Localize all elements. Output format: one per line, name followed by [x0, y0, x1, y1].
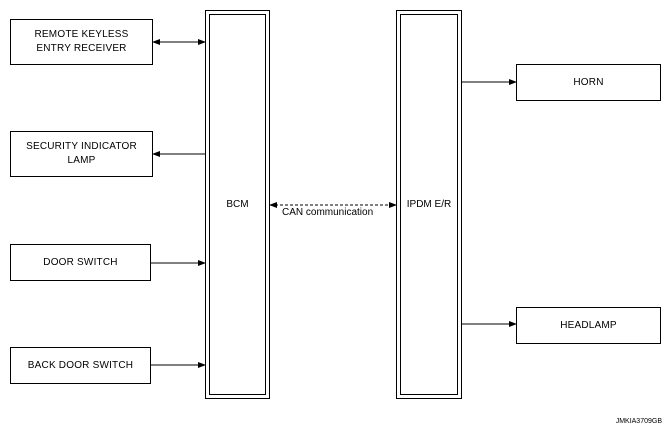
ipdm-er-module: IPDM E/R	[396, 10, 462, 399]
remote-keyless-entry-receiver-box: REMOTE KEYLESS ENTRY RECEIVER	[10, 19, 153, 65]
security-indicator-lamp-box: SECURITY INDICATOR LAMP	[10, 131, 153, 177]
door-switch-box: DOOR SWITCH	[10, 244, 151, 281]
ipdm-er-module-inner: IPDM E/R	[400, 14, 458, 395]
horn-label: HORN	[573, 76, 604, 88]
bcm-module-inner: BCM	[209, 14, 266, 395]
bcm-label: BCM	[226, 199, 249, 210]
reference-code: JMKIA3709GB	[615, 418, 662, 425]
back-door-switch-label: BACK DOOR SWITCH	[27, 359, 134, 371]
security-indicator-lamp-label: SECURITY INDICATOR LAMP	[26, 141, 137, 166]
bcm-module: BCM	[205, 10, 270, 399]
headlamp-box: HEADLAMP	[516, 307, 661, 344]
back-door-switch-box: BACK DOOR SWITCH	[10, 347, 151, 384]
door-switch-label: DOOR SWITCH	[43, 256, 118, 268]
remote-keyless-entry-receiver-label: REMOTE KEYLESS ENTRY RECEIVER	[34, 29, 129, 54]
headlamp-label: HEADLAMP	[560, 319, 617, 331]
can-communication-label: CAN communication	[282, 207, 374, 218]
ipdm-er-label: IPDM E/R	[406, 199, 452, 210]
horn-box: HORN	[516, 64, 661, 101]
